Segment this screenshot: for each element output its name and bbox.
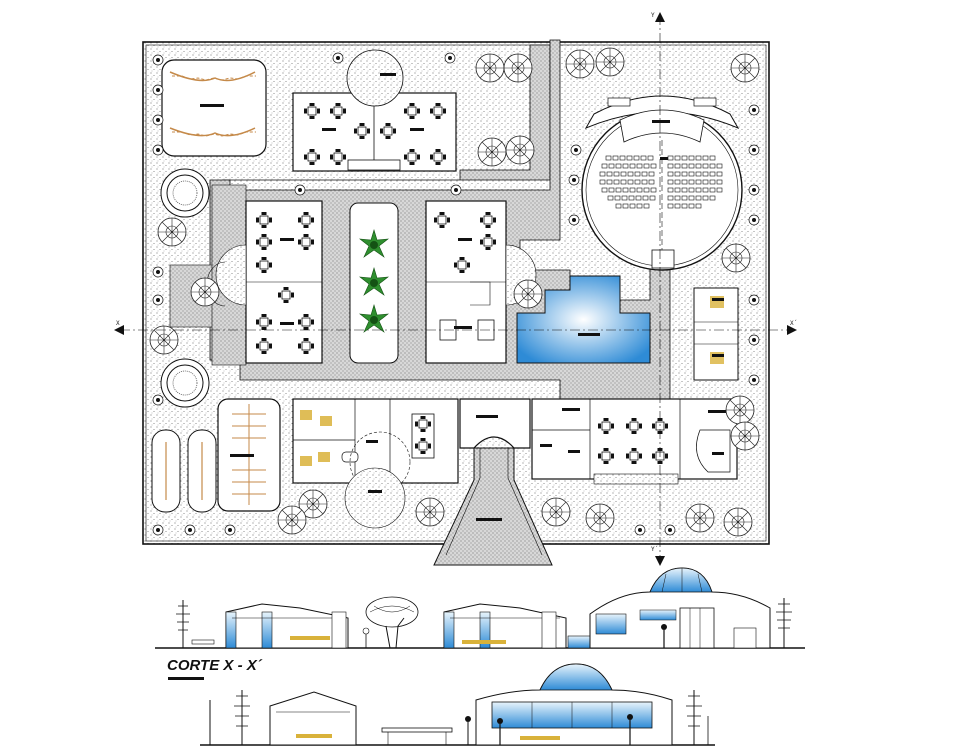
site-plan xyxy=(114,12,797,566)
elevation-lower-auditorium xyxy=(475,663,673,746)
swimming-pool xyxy=(516,275,651,364)
auditorium xyxy=(581,95,743,271)
fountain-upper xyxy=(160,168,210,218)
elevation-tree xyxy=(176,600,190,648)
elevation-large-tree xyxy=(362,596,419,649)
section-elevation-upper xyxy=(155,567,805,649)
axis-label-x-right: X´ xyxy=(790,320,798,327)
axis-label-y-bottom: Y´ xyxy=(651,546,659,553)
entrance-driveway xyxy=(433,447,553,566)
elevation-pavilion-1 xyxy=(225,603,349,649)
section-elevation-lower xyxy=(200,663,715,746)
elevation-pavilion-2 xyxy=(443,603,567,649)
elevation-lower-pavilion xyxy=(269,691,357,746)
axis-label-x-left: X xyxy=(116,320,120,327)
section-title: CORTE X - X´ xyxy=(167,657,262,674)
pergola-garden xyxy=(161,59,267,157)
fountain-lower xyxy=(160,358,210,408)
elevation-auditorium xyxy=(589,567,771,649)
axis-label-y-top: Y xyxy=(651,12,655,19)
